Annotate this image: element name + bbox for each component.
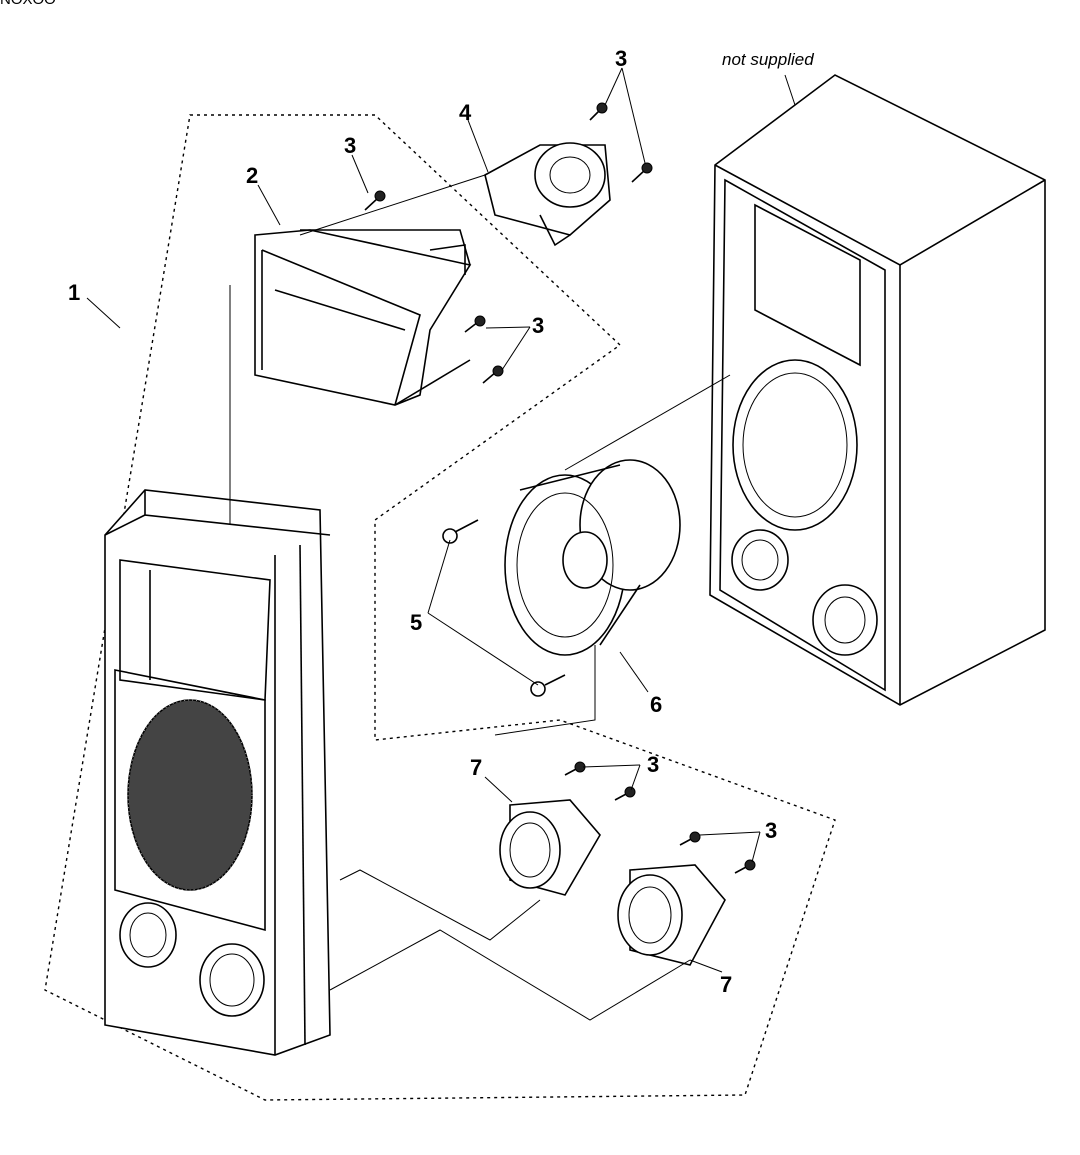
- header-text: NOXOO: [0, 0, 56, 8]
- screws: [364, 102, 756, 874]
- leader-lines: [86, 67, 796, 973]
- port-tube-left: [499, 799, 601, 896]
- callout-3-horn-lower: 3: [532, 313, 544, 338]
- guide-lines: [229, 174, 731, 1021]
- screw-icon: [442, 519, 479, 544]
- callout-4: 4: [459, 100, 472, 125]
- front-port-left: [119, 902, 177, 968]
- compression-driver: [484, 142, 611, 247]
- callout-3-tweeter-screw: 3: [344, 133, 356, 158]
- callout-5: 5: [410, 610, 422, 635]
- callout-7-left: 7: [470, 755, 482, 780]
- cabinet-woofer-hole: [732, 359, 858, 531]
- callout-3-port-left: 3: [647, 752, 659, 777]
- screw-icon: [364, 190, 386, 211]
- screw-icon: [589, 102, 608, 121]
- screw-icon: [482, 365, 504, 384]
- callout-7-right: 7: [720, 972, 732, 997]
- screw-icon: [614, 786, 636, 801]
- cabinet-port-left: [731, 529, 789, 591]
- callout-1: 1: [68, 280, 80, 305]
- screw-icon: [734, 859, 756, 874]
- port-tube-right: [617, 864, 726, 966]
- callout-3-port-right: 3: [765, 818, 777, 843]
- callout-6: 6: [650, 692, 662, 717]
- screw-icon: [464, 315, 486, 333]
- not-supplied-note: not supplied: [722, 50, 814, 69]
- screw-icon: [564, 761, 586, 776]
- callout-3-horn-top: 3: [615, 46, 627, 71]
- cabinet-port-right: [812, 584, 878, 656]
- woofer: [504, 459, 681, 656]
- horn-tweeter-assembly: [254, 229, 472, 406]
- cabinet: [709, 74, 1046, 706]
- front-baffle: [104, 489, 331, 1056]
- screw-icon: [631, 162, 653, 183]
- screw-icon: [679, 831, 701, 846]
- screw-icon: [530, 674, 566, 697]
- grille-mesh: [127, 699, 253, 891]
- callout-2: 2: [246, 163, 258, 188]
